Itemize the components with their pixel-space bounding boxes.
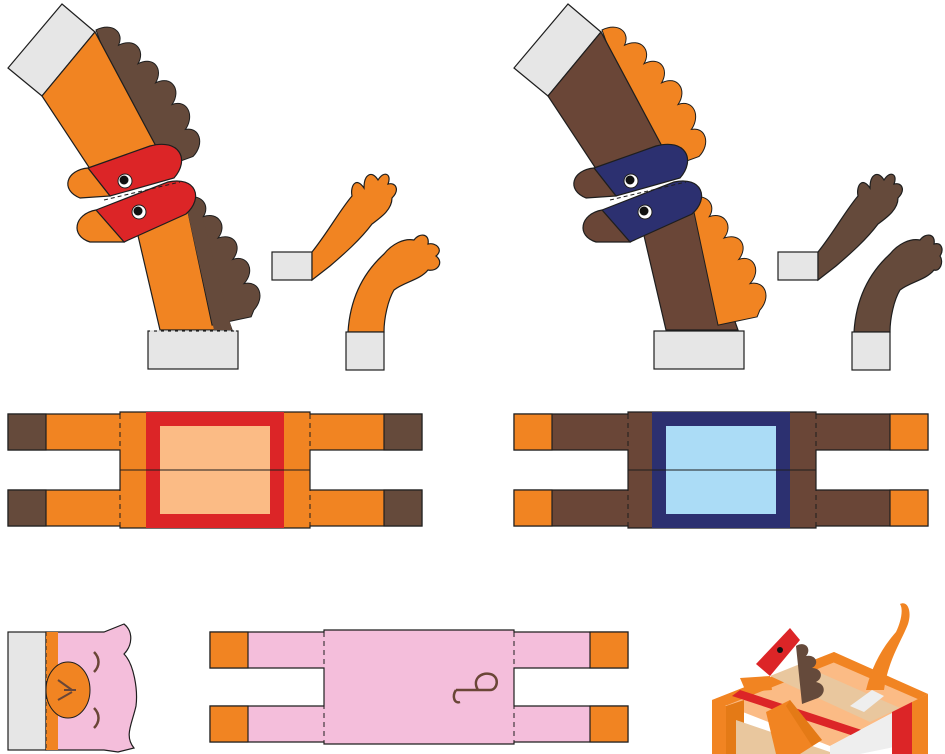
assembled-rooster-preview bbox=[712, 603, 928, 754]
orange-rooster-tail bbox=[272, 174, 440, 370]
pig-body-strip bbox=[210, 630, 628, 744]
pig-head bbox=[8, 624, 137, 752]
brown-body-strip bbox=[514, 412, 928, 528]
navy-rooster-head-neck bbox=[514, 4, 770, 369]
brown-rooster-tail bbox=[778, 174, 942, 370]
orange-body-strip bbox=[8, 412, 422, 528]
red-rooster-head-neck bbox=[8, 4, 264, 369]
